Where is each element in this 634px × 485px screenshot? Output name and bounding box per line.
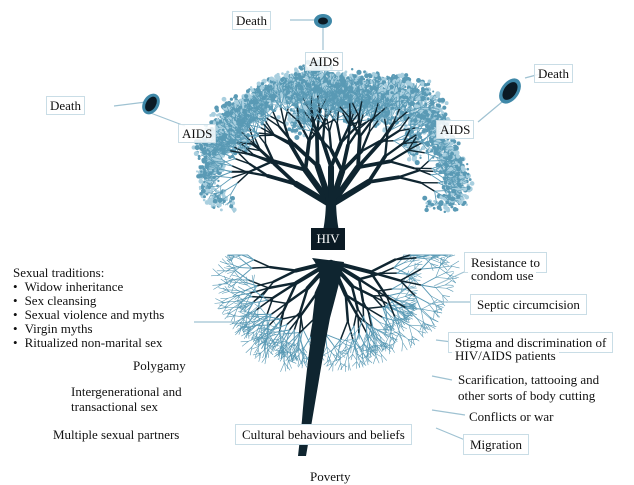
- resistance-label-2: condom use: [468, 268, 536, 283]
- conflicts-label: Conflicts or war: [466, 409, 556, 424]
- tradition-item: Sexual violence and myths: [13, 308, 164, 322]
- stigma-label-2: HIV/AIDS patients: [452, 348, 559, 363]
- hiv-trunk-label: HIV: [311, 228, 345, 250]
- tradition-item: Widow inheritance: [13, 280, 164, 294]
- tradition-item: Sex cleansing: [13, 294, 164, 308]
- aids-label-top: AIDS: [305, 52, 343, 71]
- poverty-label: Poverty: [307, 469, 353, 484]
- sexual-traditions-title: Sexual traditions:: [13, 266, 164, 280]
- scarification-label-2: other sorts of body cutting: [455, 388, 598, 403]
- septic-circumcision-label: Septic circumcision: [470, 294, 587, 315]
- scarification-label-1: Scarification, tattooing and: [455, 372, 602, 387]
- intergenerational-label-1: Intergenerational and: [68, 384, 185, 399]
- aids-label-right: AIDS: [436, 120, 474, 139]
- tradition-item: Virgin myths: [13, 322, 164, 336]
- death-label-left: Death: [46, 96, 85, 115]
- sexual-traditions-list: Sexual traditions: Widow inheritance Sex…: [10, 266, 167, 350]
- tradition-item: Ritualized non-marital sex: [13, 336, 164, 350]
- intergenerational-label-2: transactional sex: [68, 399, 161, 414]
- polygamy-label: Polygamy: [130, 358, 189, 373]
- death-label-top: Death: [232, 11, 271, 30]
- multiple-partners-label: Multiple sexual partners: [50, 427, 182, 442]
- death-label-right: Death: [534, 64, 573, 83]
- aids-label-left: AIDS: [178, 124, 216, 143]
- migration-label: Migration: [463, 434, 529, 455]
- cultural-behaviours-label: Cultural behaviours and beliefs: [235, 424, 412, 445]
